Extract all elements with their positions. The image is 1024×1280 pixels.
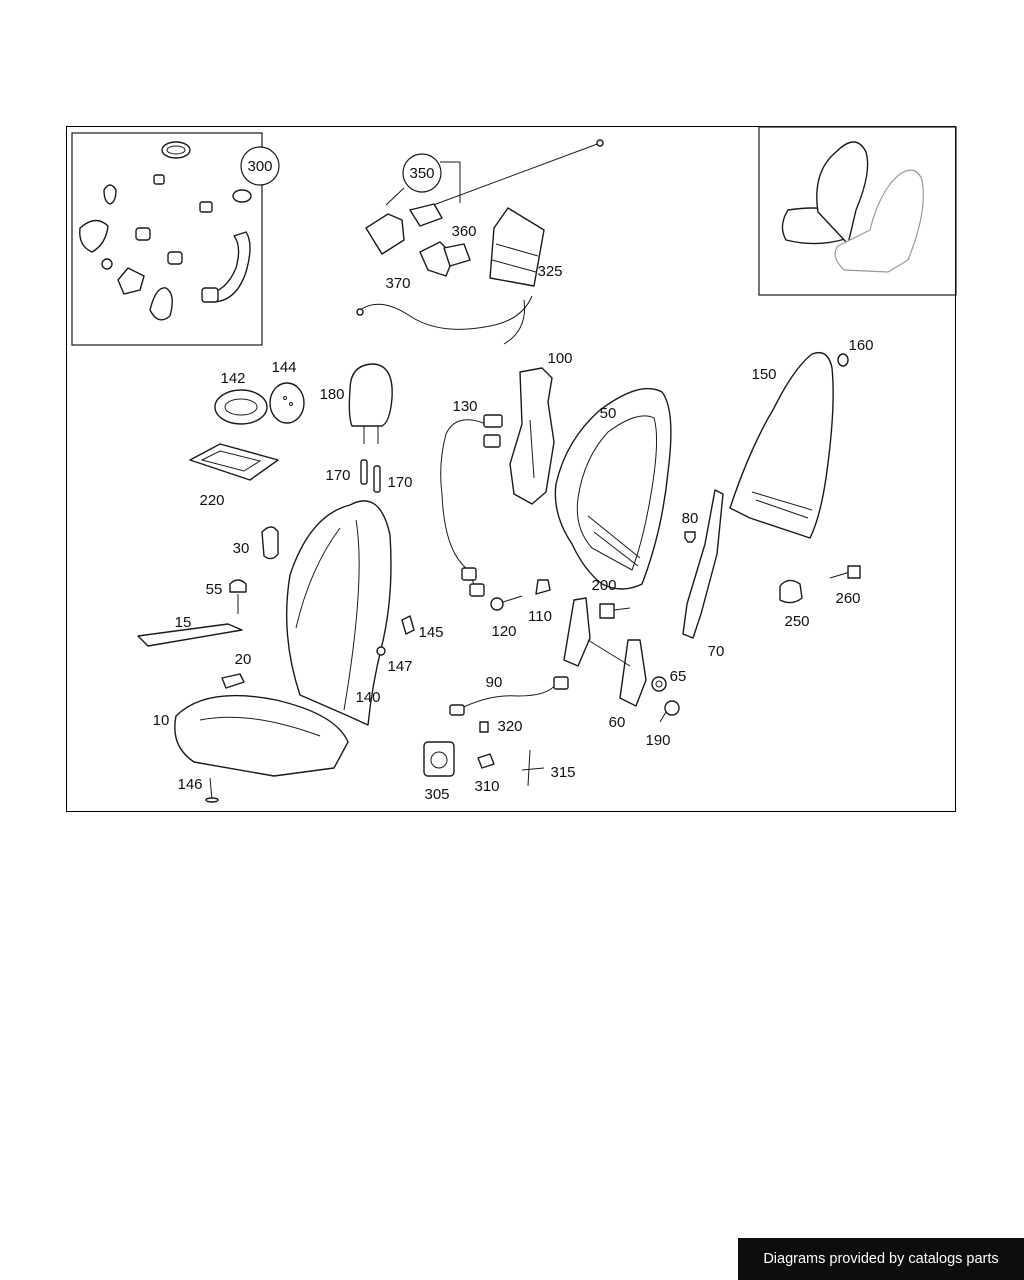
seat-overview-illustration [781,141,924,273]
callout-120: 120 [491,623,516,640]
callout-80: 80 [682,510,699,527]
part-60-recliner [563,597,647,707]
part-100-bracket [509,367,555,505]
callout-250: 250 [784,613,809,630]
inset-kit-box [71,132,263,346]
part-310-valve [477,753,495,769]
callout-310: 310 [474,778,499,795]
callout-50: 50 [600,405,617,422]
callout-circle-300 [240,146,280,186]
part-55-knob [229,579,247,614]
callout-305: 305 [424,786,449,803]
part-146-bolt [205,777,219,803]
callout-260: 260 [835,590,860,607]
part-350-control-units [356,139,604,345]
callout-20: 20 [235,651,252,668]
part-315-connector [521,749,545,787]
callout-110: 110 [528,608,552,625]
callout-315: 315 [550,764,575,781]
part-180-headrest [348,363,393,493]
callout-170-right: 170 [387,474,412,491]
part-250-cap [779,579,803,604]
part-220-trim [189,443,279,481]
part-320-clip [479,721,489,733]
part-30-hook [261,526,279,560]
callout-142: 142 [220,370,245,387]
part-190-bolt [659,700,680,723]
callout-146: 146 [177,776,202,793]
callout-320: 320 [497,718,522,735]
part-142-badge [214,389,268,425]
part-110-clip [535,579,551,595]
callout-90: 90 [486,674,503,691]
part-65-washer [651,676,667,692]
part-80-screw [684,531,696,543]
part-130-wiring-harness [440,414,503,597]
callout-150: 150 [751,366,776,383]
part-15-trim [137,623,243,647]
callout-140: 140 [355,689,380,706]
callout-300: 300 [247,158,272,175]
callout-60: 60 [609,714,626,731]
callout-180: 180 [319,386,344,403]
callout-15: 15 [175,614,192,631]
part-260-bolt [829,565,861,579]
callout-160: 160 [848,337,873,354]
callout-65: 65 [670,668,687,685]
part-70-side-trim [682,489,724,639]
callout-350: 350 [409,165,434,182]
part-50-backrest-frame [554,387,672,590]
part-120-screw [490,595,523,611]
callout-144: 144 [271,359,296,376]
callout-200: 200 [591,577,616,594]
callout-370: 370 [385,275,410,292]
part-305-pump [423,741,455,777]
part-144-disc [269,382,305,424]
callout-220: 220 [199,492,224,509]
callout-55: 55 [206,581,223,598]
part-20-connector [221,673,245,689]
callout-190: 190 [645,732,670,749]
callout-145: 145 [418,624,443,641]
part-90-cable [449,676,569,716]
callout-circle-350 [402,153,442,193]
callout-147: 147 [387,658,412,675]
part-150-back-panel [729,351,834,539]
footer-credit: Diagrams provided by catalogs parts [738,1238,1024,1280]
part-200-bolt [599,603,631,619]
callout-170-left: 170 [325,467,350,484]
callout-130: 130 [452,398,477,415]
inset-seat-overview-box [758,126,957,296]
callout-30: 30 [233,540,250,557]
part-145-clip [401,615,415,635]
part-160-clip [837,353,849,367]
callout-10: 10 [153,712,170,729]
callout-325: 325 [537,263,562,280]
callout-70: 70 [708,643,725,660]
part-300-kit [79,141,252,321]
part-140-backrest-cushion [285,500,392,726]
part-10-seat-cushion [174,694,349,777]
part-147-screw [376,646,386,656]
diagram-frame [66,126,956,812]
footer-credit-text: Diagrams provided by catalogs parts [763,1251,999,1267]
callout-100: 100 [547,350,572,367]
callout-360: 360 [451,223,476,240]
